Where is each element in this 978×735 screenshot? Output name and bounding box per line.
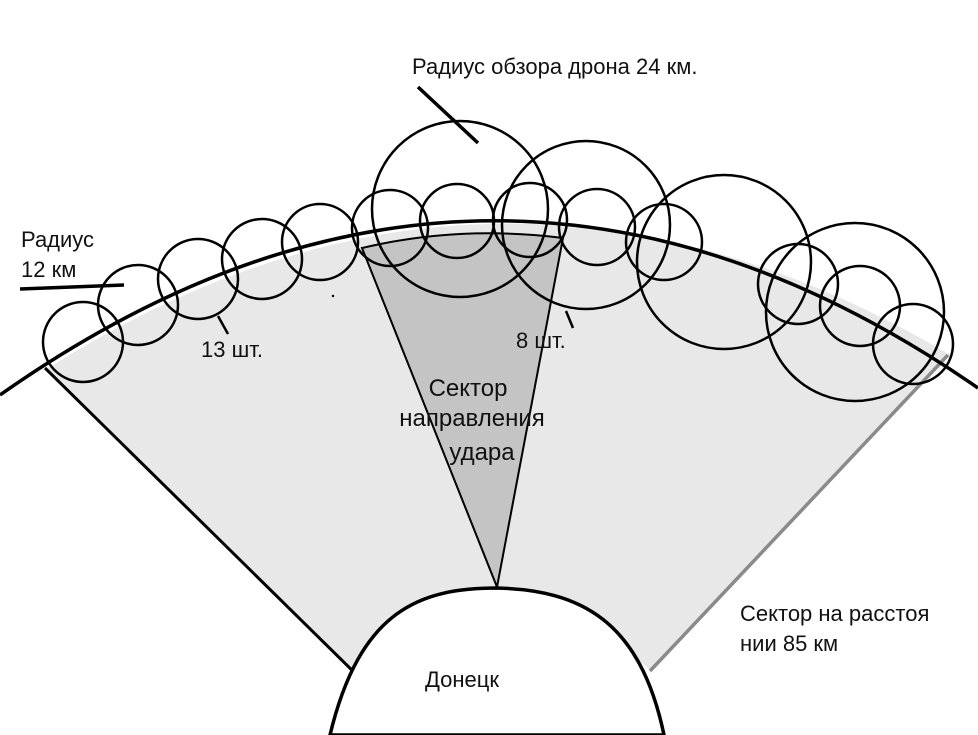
small-circle-6 [350, 188, 430, 268]
small-circle-9 [557, 187, 637, 267]
count-13-tick [216, 315, 230, 335]
small-circle-13 [871, 302, 955, 386]
count-8-label: 8 шт. [516, 328, 566, 353]
count-8-tick [564, 310, 575, 329]
radius-label-line1: Радиус [21, 227, 94, 252]
large-circle-4 [764, 221, 946, 403]
strike-label-line1: Сектор [429, 375, 508, 402]
sector-right-edge [648, 353, 950, 673]
city-area [328, 586, 666, 735]
stray-dot [331, 294, 335, 298]
large-drone-circles [370, 119, 946, 403]
large-circle-2 [500, 139, 672, 311]
range-label-line1: Сектор на расстоя [740, 601, 929, 626]
small-circle-3 [156, 237, 240, 321]
large-circle-1 [370, 119, 550, 299]
radius-label-line2: 12 км [21, 257, 76, 282]
radius-leader [19, 283, 125, 291]
count-13-label: 13 шт. [201, 337, 263, 362]
range-label-line2: нии 85 км [740, 631, 838, 656]
strike-label-line3: удара [449, 439, 515, 466]
small-drone-circles [41, 181, 955, 386]
large-circle-3 [635, 173, 813, 351]
small-circle-4 [220, 217, 304, 301]
city-label: Донецк [425, 667, 499, 692]
strike-label-line2: направления [399, 405, 545, 432]
drone-radius-label: Радиус обзора дрона 24 км. [412, 54, 697, 79]
small-circle-10 [624, 202, 704, 282]
range-arc [0, 219, 978, 397]
drone-radius-leader [416, 85, 480, 145]
small-circle-8 [491, 181, 569, 259]
sector-left-edge [43, 366, 365, 683]
small-circle-5 [280, 202, 360, 282]
small-circle-2 [96, 263, 180, 347]
